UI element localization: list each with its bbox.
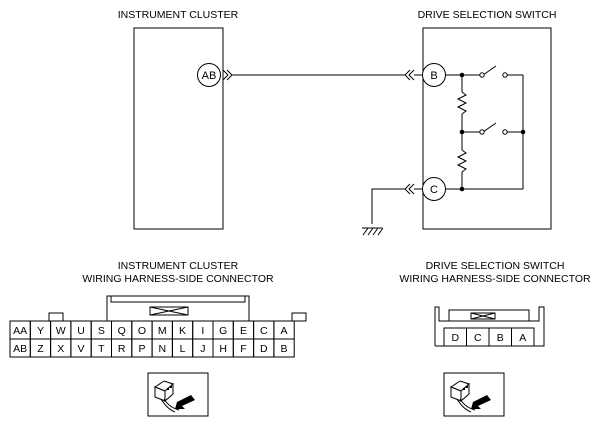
ic-pin-q: Q [118, 325, 126, 337]
ic-pin-f: F [240, 343, 246, 355]
dss-terminal-b-label: B [430, 70, 437, 82]
ic-pin-aa: AA [13, 325, 27, 337]
ic-pin-z: Z [37, 343, 44, 355]
dss-connector-body [434, 306, 545, 347]
ic-connector-chevrons [222, 69, 233, 81]
dss-connector-caption-2: WIRING HARNESS-SIDE CONNECTOR [399, 273, 591, 285]
ic-pin-s: S [98, 325, 105, 337]
ground-icon [362, 188, 405, 236]
dss-pin-c: C [474, 332, 482, 344]
switch-contacts [479, 72, 508, 135]
ic-terminal-ab-label: AB [202, 70, 217, 82]
ic-terminal-ab [197, 63, 221, 87]
ic-pin-m: M [158, 325, 167, 337]
ic-pin-w: W [56, 325, 66, 337]
dss-terminal-c [422, 177, 446, 201]
ic-pin-c: C [260, 325, 268, 337]
ic-connector-body [48, 295, 307, 322]
ic-pin-a: A [281, 325, 288, 337]
junction-dots [459, 72, 526, 192]
ic-pin-o: O [138, 325, 146, 337]
ic-pin-k: K [179, 325, 186, 337]
ic-pin-b: B [281, 343, 288, 355]
drive-selection-switch-box [422, 27, 552, 230]
dss-b-connector-chevrons [404, 69, 415, 81]
ic-pin-e: E [240, 325, 247, 337]
ic-pin-b-cell [273, 338, 295, 358]
ic-pin-h: H [219, 343, 227, 355]
ic-pin-l: L [180, 343, 186, 355]
ic-pin-v: V [78, 343, 85, 355]
ic-connector-caption-1: INSTRUMENT CLUSTER [118, 260, 239, 272]
dss-pin-d: D [451, 332, 459, 344]
dss-c-connector-chevrons [404, 183, 415, 195]
dss-connector-caption-1: DRIVE SELECTION SWITCH [426, 260, 565, 272]
ic-pin-i: I [201, 325, 204, 337]
ic-pin-p: P [138, 343, 145, 355]
ic-pin-u: U [77, 325, 85, 337]
connector-view-icon [147, 372, 209, 417]
dss-terminal-b [422, 63, 446, 87]
ic-pin-d: D [260, 343, 268, 355]
instrument-cluster-box [133, 27, 224, 230]
ic-connector-caption-2: WIRING HARNESS-SIDE CONNECTOR [82, 273, 274, 285]
ic-pin-g: G [219, 325, 227, 337]
connector-view-icon [443, 372, 505, 417]
drive-selection-switch-title: DRIVE SELECTION SWITCH [418, 9, 557, 21]
ic-pin-r: R [118, 343, 126, 355]
ic-pin-n: N [158, 343, 166, 355]
switch-circuit [446, 65, 524, 190]
ic-pin-ab: AB [13, 343, 27, 355]
ic-pin-t: T [98, 343, 105, 355]
ic-pin-y: Y [37, 325, 44, 337]
instrument-cluster-title: INSTRUMENT CLUSTER [118, 9, 239, 21]
dss-pin-a: A [519, 332, 526, 344]
dss-pin-a-cell [511, 327, 535, 347]
ic-pin-j: J [200, 343, 205, 355]
ic-pin-x: X [57, 343, 64, 355]
dss-terminal-c-label: C [430, 184, 438, 196]
dss-pin-b: B [497, 332, 504, 344]
